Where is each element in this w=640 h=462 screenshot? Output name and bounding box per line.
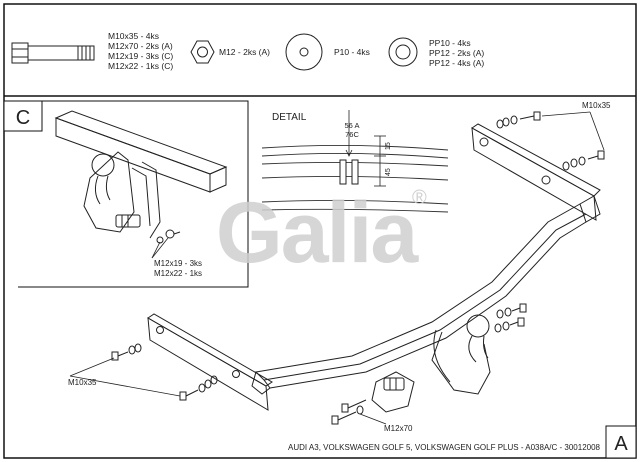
detail-dimension-lines	[345, 110, 386, 187]
flat-washer-label: P10 - 4ks	[334, 47, 370, 57]
detail-dim-h2: 45	[385, 168, 392, 176]
spring-washer-icon	[388, 37, 418, 67]
drawing-letter: A	[614, 433, 628, 455]
detail-title: DETAIL	[272, 112, 307, 123]
detail-dim-a: 56 A	[344, 121, 359, 130]
spring-washer-line: PP10 - 4ks	[429, 38, 471, 48]
inset-callout-lines	[151, 237, 169, 259]
main-towbar-drawing	[147, 123, 601, 413]
galia-logo: Galia	[216, 185, 420, 281]
hardware-bottom	[331, 399, 367, 425]
bolt-line: M12x19 - 3ks (C)	[108, 51, 173, 61]
detail-dim-h1: 15	[385, 142, 392, 150]
inset-crossbar-drawing	[54, 110, 228, 244]
inset-c-frame	[4, 100, 249, 288]
bolt-icon	[11, 42, 95, 64]
hardware-left	[111, 343, 218, 401]
detail-dim-c: 76C	[345, 130, 359, 139]
flat-washer-icon	[285, 33, 323, 71]
inset-letter-box	[3, 100, 43, 132]
bolt-line: M10x35 - 4ks	[108, 31, 159, 41]
drawing-letter-box	[605, 425, 637, 459]
callout-top-right: M10x35	[582, 101, 611, 110]
bolt-line: M12x70 - 2ks (A)	[108, 41, 173, 51]
detail-spacers	[339, 159, 359, 185]
bolt-part-list: M10x35 - 4ks M12x70 - 2ks (A) M12x19 - 3…	[108, 31, 173, 71]
callout-left: M10x35	[68, 378, 97, 387]
nut-label: M12 - 2ks (A)	[219, 47, 270, 57]
galia-registered-mark: ®	[412, 187, 427, 209]
inset-label: M12x22 - 1ks	[154, 269, 202, 278]
hardware-right	[494, 303, 527, 333]
spring-washer-line: PP12 - 4ks (A)	[429, 58, 484, 68]
spring-washer-line: PP12 - 2ks (A)	[429, 48, 484, 58]
callout-leaders	[69, 111, 605, 425]
spring-washer-part-list: PP10 - 4ks PP12 - 2ks (A) PP12 - 4ks (A)	[429, 38, 484, 68]
hardware-top-right	[496, 111, 605, 171]
callout-bottom: M12x70	[384, 424, 413, 433]
sheet-border	[3, 3, 637, 459]
drawing-caption: AUDI A3, VOLKSWAGEN GOLF 5, VOLKSWAGEN G…	[288, 443, 601, 452]
inset-letter: C	[16, 107, 30, 129]
nut-icon	[190, 40, 215, 64]
inset-label: M12x19 - 3ks	[154, 259, 202, 268]
bolt-line: M12x22 - 1ks (C)	[108, 61, 173, 71]
